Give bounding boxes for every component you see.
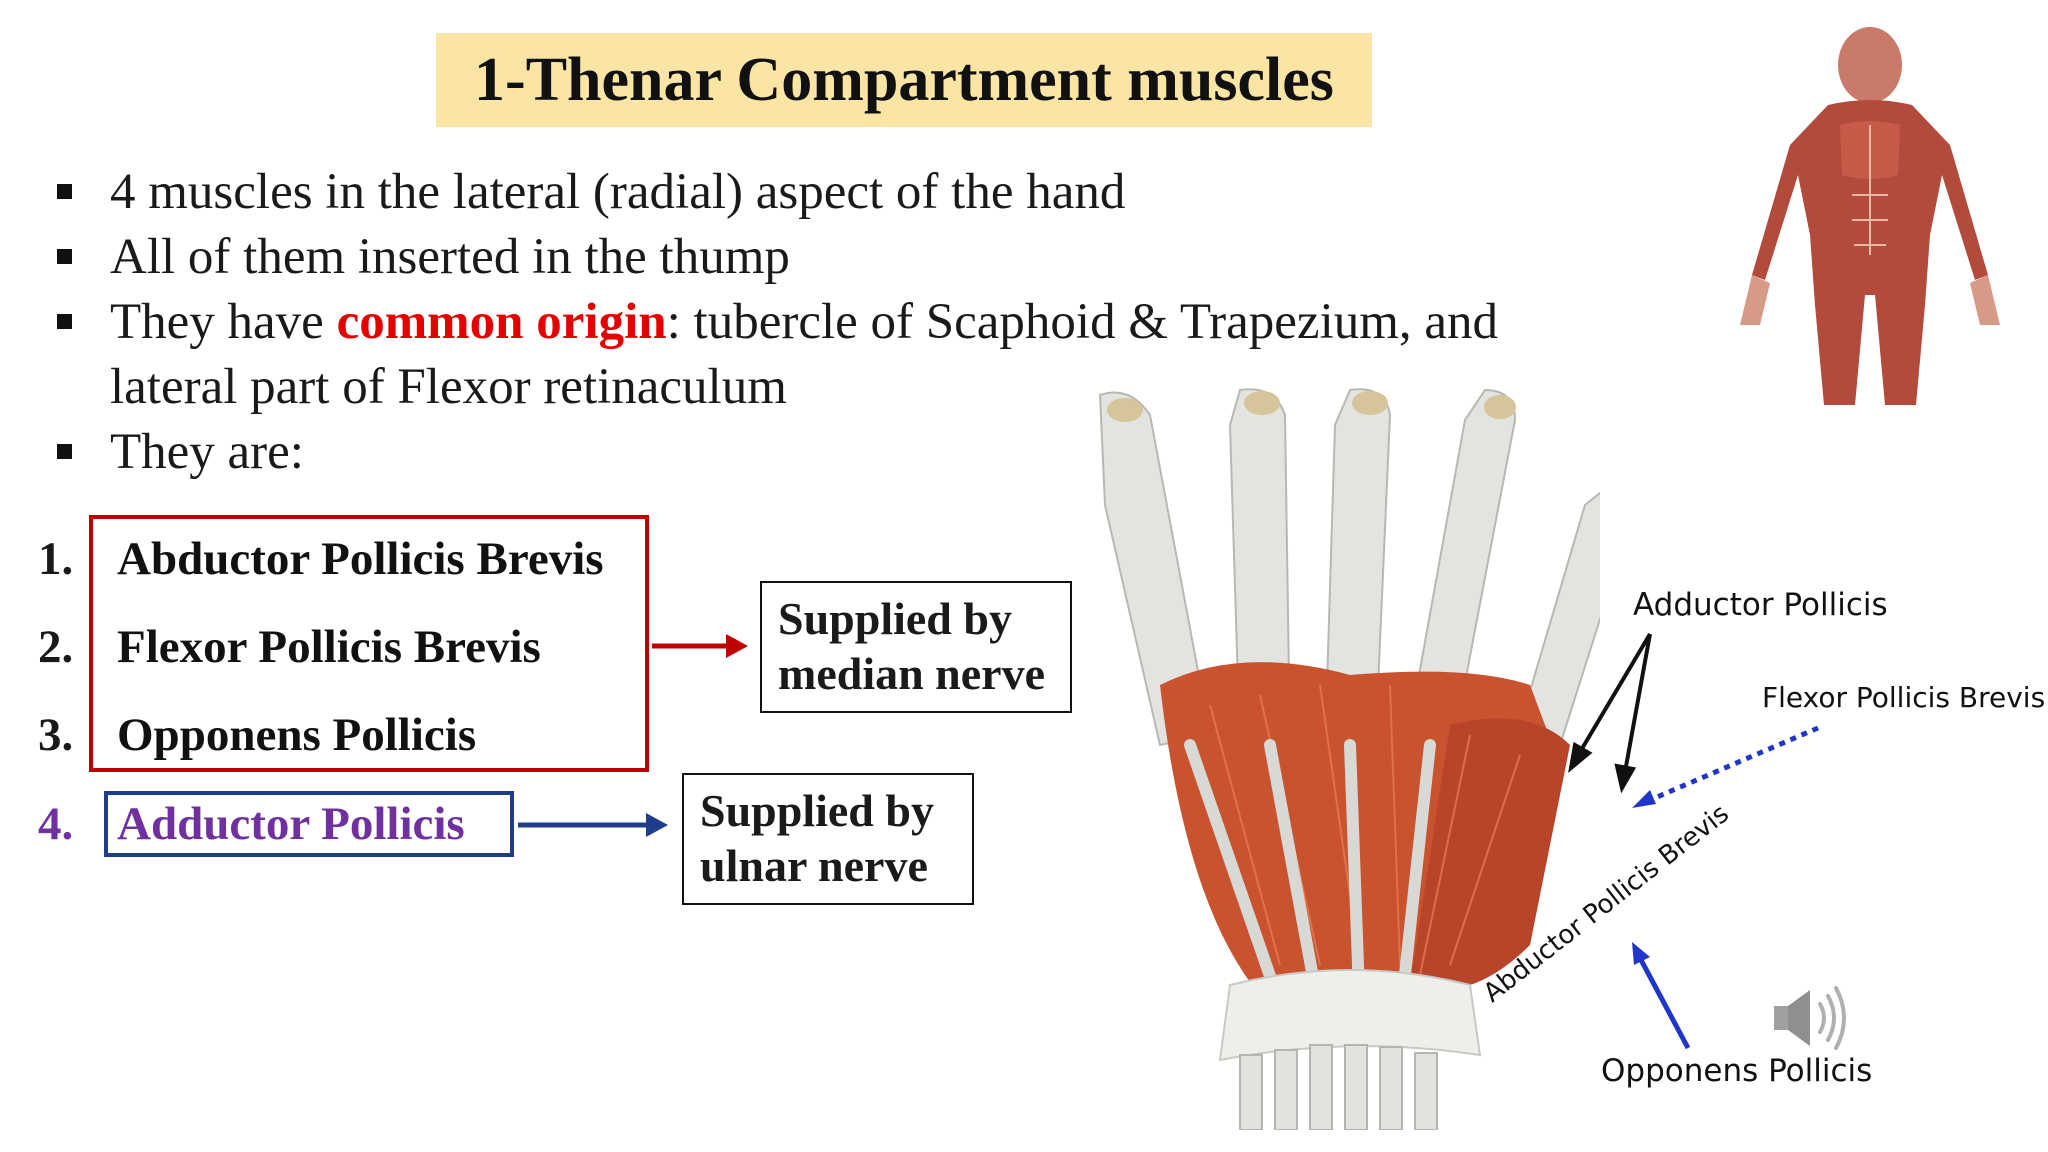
bullet-item: All of them inserted in the thump [55,225,1615,290]
bullet-square-icon [57,249,72,264]
muscle-number: 3. [38,709,74,761]
speaker-icon[interactable] [1770,982,1850,1054]
nerve-box-line: ulnar nerve [700,840,928,891]
muscle-number: 1. [38,533,74,585]
slide-title: 1-Thenar Compartment muscles [436,33,1372,127]
bullet-continuation: lateral part of Flexor retinaculum [110,359,787,415]
ulnar-nerve-box: Supplied by ulnar nerve [682,773,974,905]
bullet-text: : tubercle of Scaphoid & Trapezium, and [666,294,1499,350]
flexor-arrow [1632,725,1819,808]
highlight-text: common origin [336,294,667,350]
median-arrow [652,634,748,658]
bullet-square-icon [57,184,72,199]
muscle-number: 4. [38,798,74,850]
ulnar-group-box [104,791,514,857]
bullet-item: 4 muscles in the lateral (radial) aspect… [55,160,1615,225]
label-flexor-pollicis-brevis: Flexor Pollicis Brevis [1762,681,2046,714]
muscle-number: 2. [38,621,74,673]
bullet-square-icon [57,314,72,329]
bullet-square-icon [57,444,72,459]
ulnar-arrow [518,813,668,837]
nerve-box-line: Supplied by [700,785,934,836]
muscle-name: Adductor Pollicis [117,798,465,850]
bullet-text: They are: [110,424,304,480]
label-adductor-pollicis: Adductor Pollicis [1633,587,1888,623]
adductor-arrows [1568,632,1652,794]
bullet-item: They have common origin: tubercle of Sca… [55,290,1615,355]
hand-anatomy-illustration [1098,388,1600,1130]
slide-title-text: 1-Thenar Compartment muscles [474,45,1334,114]
opponens-arrow [1632,942,1691,1050]
human-muscle-figure [1740,27,2000,405]
nerve-box-line: median nerve [778,648,1046,699]
muscle-name: Abductor Pollicis Brevis [117,533,604,585]
bullet-item: They are: [55,420,1615,485]
label-opponens-pollicis: Opponens Pollicis [1601,1053,1873,1089]
median-group-box [89,515,649,772]
median-nerve-box: Supplied by median nerve [760,581,1072,713]
nerve-box-line: Supplied by [778,593,1012,644]
bullet-text: All of them inserted in the thump [110,229,790,285]
bullet-text: 4 muscles in the lateral (radial) aspect… [110,164,1126,220]
bullet-list: 4 muscles in the lateral (radial) aspect… [55,160,1615,485]
muscle-name: Flexor Pollicis Brevis [117,621,541,673]
muscle-name: Opponens Pollicis [117,709,477,761]
bullet-text: They have [110,294,337,350]
